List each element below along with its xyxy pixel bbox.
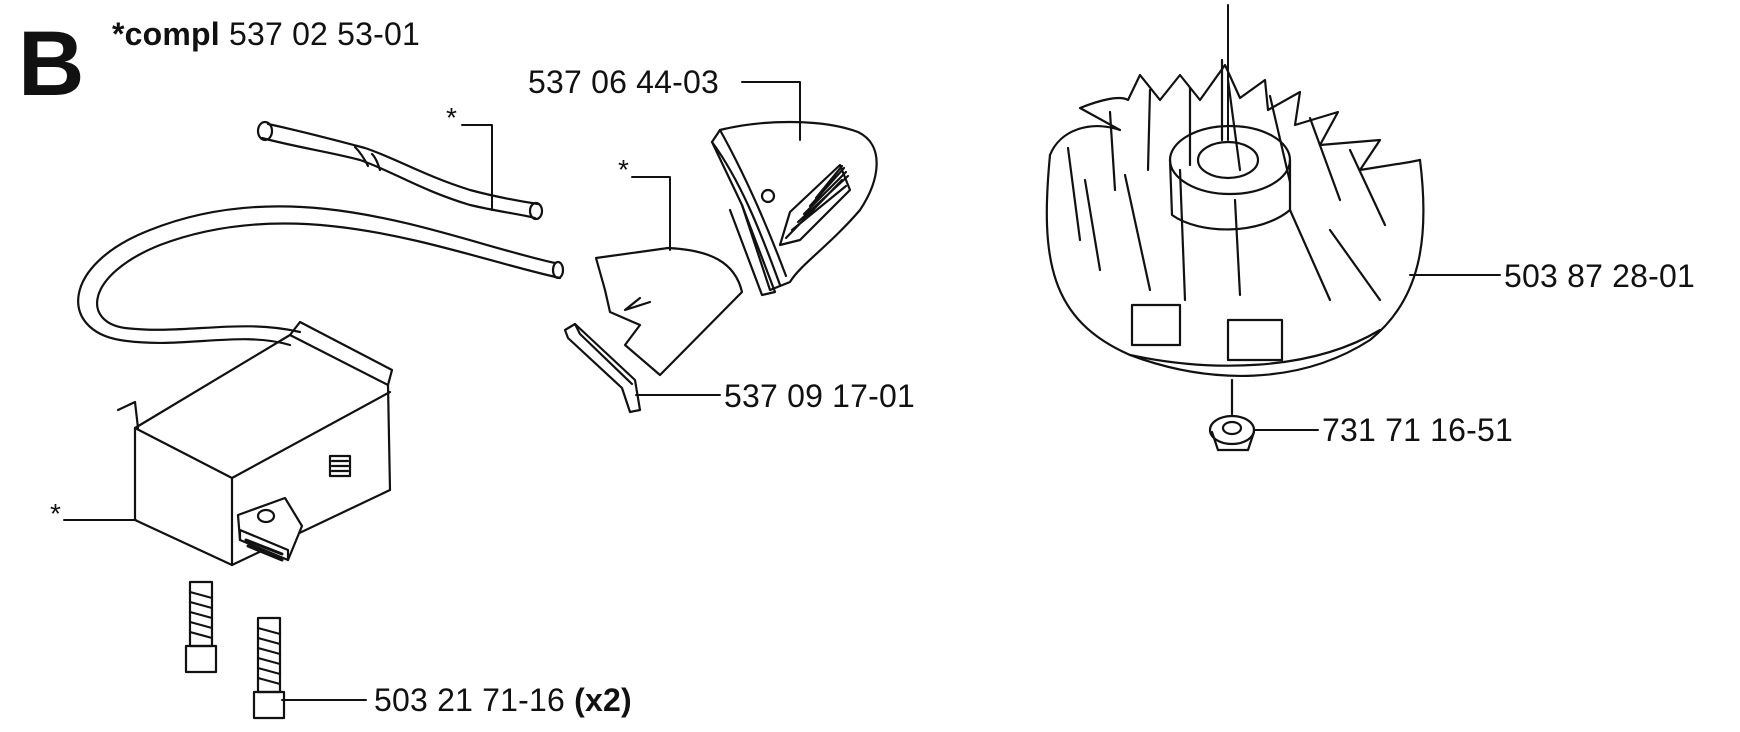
asterisk-bracket: * (618, 154, 629, 185)
guide-bracket-drawing (563, 246, 744, 414)
kit-prefix: *compl (112, 16, 220, 52)
part-callout-cover: 537 06 44-03 (528, 64, 720, 100)
hose-drawing (77, 120, 565, 347)
part-callout-screw: 503 21 71-16 (x2) (374, 684, 632, 716)
screw-qty: (x2) (574, 682, 632, 718)
ignition-module-drawing (116, 320, 394, 720)
flywheel-cover-drawing (710, 120, 878, 297)
screw-number: 503 21 71-16 (374, 682, 566, 718)
kit-number: 537 02 53-01 (228, 16, 420, 52)
asterisk-module: * (50, 498, 61, 529)
flywheel-drawing (1045, 4, 1425, 452)
section-letter: B (18, 13, 85, 115)
part-callout-nut: 731 71 16-51 (1322, 412, 1514, 448)
leader-lines (63, 81, 1501, 701)
part-callout-flywheel: 503 87 28-01 (1504, 258, 1696, 294)
kit-label: *compl 537 02 53-01 (112, 18, 420, 50)
asterisk-hose: * (446, 102, 457, 133)
part-callout-bracket: 537 09 17-01 (724, 378, 916, 414)
